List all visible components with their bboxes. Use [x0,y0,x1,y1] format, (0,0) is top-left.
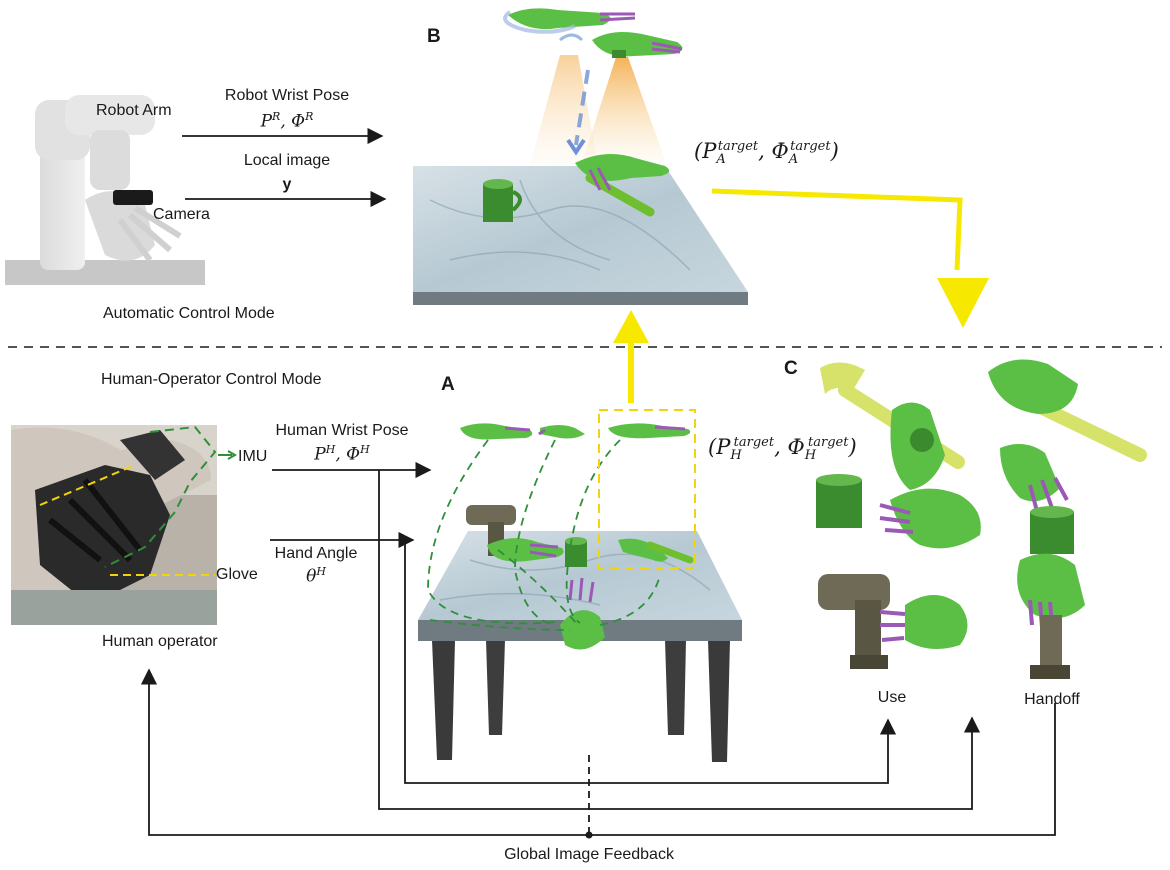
cup-icon [816,474,862,528]
panel-a-scene [418,409,742,762]
global-image-feedback-label: Global Image Feedback [504,846,674,863]
hand-icon [988,359,1078,414]
use-label: Use [877,689,907,706]
hand-icon [608,423,691,439]
selected-target-box [598,409,696,569]
hand-angle-symbol: θH [306,565,326,587]
hand-icon [618,538,668,562]
robot-arm-photo [5,95,205,285]
feedback-junction [585,831,593,839]
panel-b-label: B [427,26,441,47]
a-to-b-arrow [613,310,649,403]
human-mode-label: Human-Operator Control Mode [101,371,322,388]
robot-arm-label: Robot Arm [96,102,172,119]
target-a-label: (PAtarget, ΦAtarget) [694,139,839,168]
human-wrist-pose-label: Human Wrist Pose [275,422,409,439]
panel-a-label: A [441,374,455,395]
hand-icon [890,488,981,549]
human-wrist-pose-symbol: PH, ΦH [314,443,370,465]
drill-icon [818,574,890,669]
hand-icon [560,610,605,650]
hand-icon [540,425,585,439]
robot-wrist-pose-label: Robot Wrist Pose [224,87,350,104]
human-operator-label: Human operator [102,633,218,650]
drill-icon [1030,615,1070,679]
hand-icon [487,538,564,562]
target-a-arrow [711,188,989,328]
panel-b-scene [413,8,748,305]
hand-icon [460,423,533,440]
camera-icon [113,190,153,205]
hand-icon [508,8,636,30]
local-image-label: Local image [243,152,331,169]
local-image-symbol: y [282,176,292,193]
robot-wrist-pose-symbol: PR, ΦR [260,110,314,132]
panel-c-label: C [784,358,798,379]
human-operator-photo [11,425,217,625]
imu-label: IMU [238,448,268,465]
hand-icon [575,154,670,217]
cup-icon [483,179,522,222]
hand-icon [905,595,968,649]
hand-icon [592,32,683,58]
glove-label: Glove [216,566,258,583]
panel-c-grasps [816,359,1147,679]
cup-icon [1030,506,1074,554]
automatic-mode-label: Automatic Control Mode [103,305,275,322]
hand-angle-label: Hand Angle [274,545,358,562]
camera-label: Camera [153,206,210,223]
cup-icon [565,537,587,567]
hand-icon [1017,553,1085,619]
feedback-lines [140,470,1056,836]
handoff-label: Handoff [1024,691,1080,708]
target-h-label: (PHtarget, ΦHtarget) [708,435,857,464]
